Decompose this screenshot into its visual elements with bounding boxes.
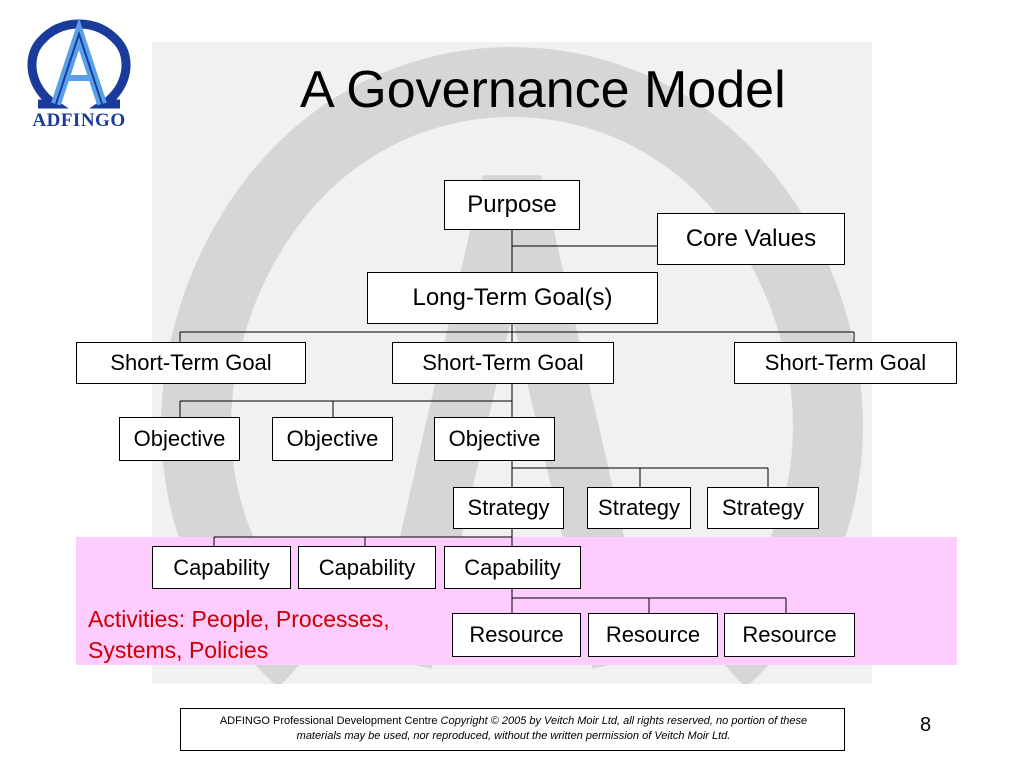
activities-label: Activities: People, Processes, Systems, … [88, 604, 448, 666]
node-capability-3: Capability [444, 546, 581, 589]
node-strategy-2: Strategy [587, 487, 691, 529]
footer-copyright: Copyright © 2005 by Veitch Moir Ltd, all… [296, 715, 808, 742]
node-short-term-goal-3: Short-Term Goal [734, 342, 957, 384]
page-title: A Governance Model [300, 61, 786, 119]
node-short-term-goal-1: Short-Term Goal [76, 342, 306, 384]
node-short-term-goal-2: Short-Term Goal [392, 342, 614, 384]
omega-logo-icon [27, 17, 131, 109]
node-strategy-3: Strategy [707, 487, 819, 529]
activities-line-2: Systems, Policies [88, 637, 269, 663]
activities-line-1: Activities: People, Processes, [88, 606, 390, 632]
node-resource-2: Resource [588, 613, 718, 657]
node-capability-2: Capability [298, 546, 436, 589]
footer-org: ADFINGO Professional Development Centre [219, 715, 438, 727]
node-purpose: Purpose [444, 180, 580, 230]
copyright-footer: ADFINGO Professional Development Centre … [180, 708, 845, 751]
page-number: 8 [920, 714, 932, 736]
node-core-values: Core Values [657, 213, 845, 265]
node-resource-3: Resource [724, 613, 855, 657]
node-capability-1: Capability [152, 546, 291, 589]
adfingo-logo: ADFINGO [20, 17, 138, 138]
node-objective-3: Objective [434, 417, 555, 461]
logo-text: ADFINGO [32, 110, 126, 131]
node-objective-1: Objective [119, 417, 240, 461]
node-objective-2: Objective [272, 417, 393, 461]
node-strategy-1: Strategy [453, 487, 564, 529]
node-resource-1: Resource [452, 613, 581, 657]
node-long-term-goal: Long-Term Goal(s) [367, 272, 658, 324]
